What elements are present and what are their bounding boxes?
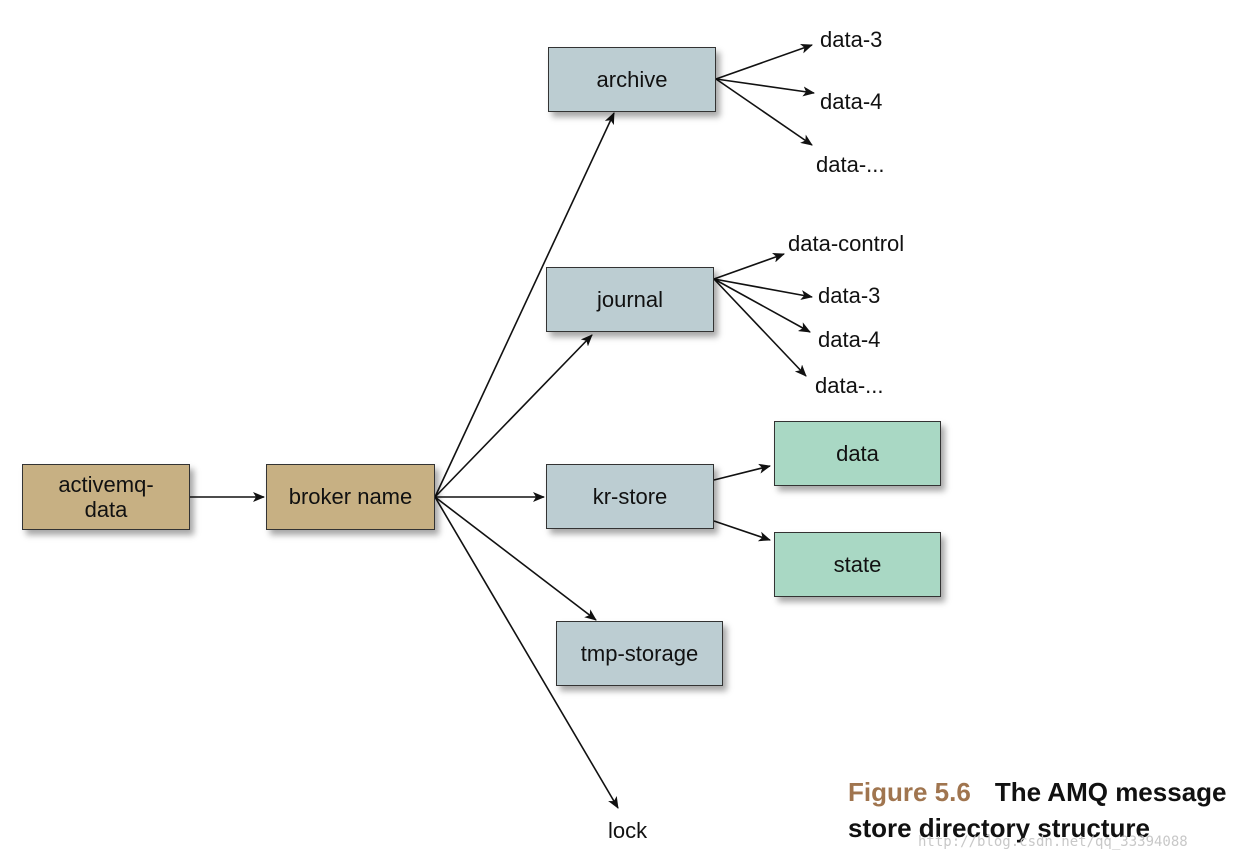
node-broker-name: broker name [266,464,435,530]
arrow-krstore-to-state [713,520,771,542]
arrow-archive-to-datamore [715,78,813,146]
leaf-archive-data-more: data-... [816,152,885,177]
arrow-broker-to-journal [434,334,593,498]
node-archive: archive [548,47,716,112]
arrow-archive-to-data3 [715,43,813,80]
arrow-journal-to-datamore [713,278,807,377]
leaf-journal-data-more: data-... [815,373,884,398]
caption-line-1: The AMQ message [994,777,1227,807]
node-state: state [774,532,941,597]
leaf-journal-data-4: data-4 [818,327,881,352]
arrow-krstore-to-data [713,463,771,481]
leaf-archive-data-4: data-4 [820,89,883,114]
leaf-archive-data-3: data-3 [820,27,883,52]
arrow-broker-to-tmpstorage [434,496,597,621]
arrow-journal-to-control [713,252,785,280]
arrow-broker-to-archive [434,112,615,498]
figure-label: Figure 5.6 [848,777,971,807]
caption-line-2: store directory structure [848,813,1150,843]
arrow-journal-to-data3 [713,278,813,300]
leaf-journal-data-control: data-control [788,231,905,256]
watermark: http://blog.csdn.net/qq_33394088 [918,834,1188,850]
arrow-journal-to-data4 [713,278,811,333]
arrow-broker-to-lock [434,496,619,809]
leaf-journal-data-3: data-3 [818,283,881,308]
arrow-archive-to-data4 [715,78,815,97]
node-journal: journal [546,267,714,332]
node-data: data [774,421,941,486]
node-kr-store: kr-store [546,464,714,529]
leaf-lock: lock [608,818,648,843]
node-activemq-data: activemq- data [22,464,190,530]
node-tmp-storage: tmp-storage [556,621,723,686]
figure-caption: Figure 5.6 The AMQ message store director… [848,774,1248,846]
